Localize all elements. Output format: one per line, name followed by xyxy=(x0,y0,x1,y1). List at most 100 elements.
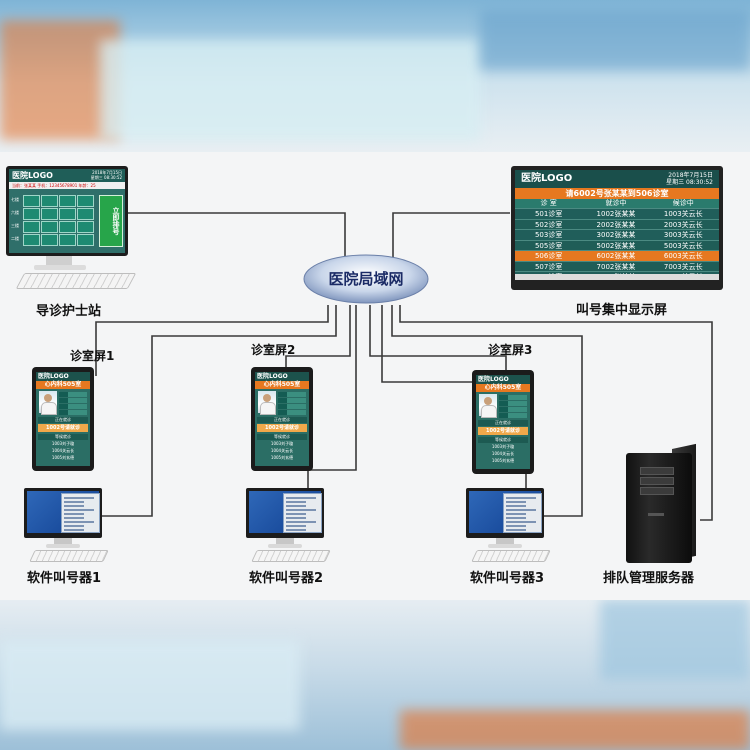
display-title-bar: 医院LOGO 2018年7月15日 星期三 08:30:52 xyxy=(515,170,719,188)
nurse-screen-date: 2018年7月15日 xyxy=(92,170,122,175)
waiting-item: 1003刘子璇 xyxy=(491,444,515,449)
link-room-screen-2 xyxy=(285,305,351,367)
nurse-queue-cell xyxy=(77,208,94,220)
nurse-screen-time: 星期三 08:30:52 xyxy=(90,175,122,180)
display-table-cell: 506诊室 xyxy=(534,252,563,260)
doctor-info-line xyxy=(278,398,306,403)
link-caller-3b xyxy=(391,305,583,517)
display-table-cell: 505诊室 xyxy=(534,241,563,250)
nurse-screen-clock: 2018年7月15日 星期三 08:30:52 xyxy=(91,170,122,180)
call-display-monitor: 医院LOGO 2018年7月15日 星期三 08:30:52 请6002号张某某… xyxy=(511,166,723,290)
link-room-screen-3 xyxy=(369,305,507,370)
room-screen-logo: 医院LOGO xyxy=(36,372,90,381)
nurse-station-screen: 医院LOGO 2018年7月15日 星期三 08:30:52 当前：张某某 手机… xyxy=(9,169,125,253)
now-serving-number: 1002号请就诊 xyxy=(38,424,88,432)
display-call-line: 请6002号张某某到506诊室 xyxy=(515,188,719,199)
display-header-current: 就诊中 xyxy=(605,199,627,207)
doctor-info-line xyxy=(499,413,527,418)
room-screen-dept: 心内科505室 xyxy=(36,381,90,389)
doctor-info-line xyxy=(59,392,87,397)
now-serving-number: 1002号请就诊 xyxy=(257,424,307,432)
nurse-screen-patient-line: 当前：张某某 手机：12345678901 年龄：25 xyxy=(9,182,125,189)
nurse-monitor-stand xyxy=(46,256,72,266)
doctor-photo xyxy=(258,391,276,415)
room-screen-1-caption: 诊室屏1 xyxy=(70,349,115,363)
doctor-photo xyxy=(479,394,497,418)
nurse-queue-cell xyxy=(41,195,58,207)
nurse-station-caption: 导诊护士站 xyxy=(36,304,102,319)
waiting-item: 1004关云长 xyxy=(491,451,515,456)
nurse-row-label: 二楼 xyxy=(11,236,19,241)
display-table-cell: 2003关云长 xyxy=(663,220,703,229)
caller-software-window xyxy=(61,493,100,533)
nurse-queue-cell xyxy=(59,221,76,233)
nurse-queue-cell xyxy=(23,195,40,207)
display-table-cell: 507诊室 xyxy=(534,262,563,271)
display-table-cell: 6003关云长 xyxy=(663,252,703,260)
waiting-item: 1003刘子璇 xyxy=(270,441,294,446)
doctor-info-line xyxy=(59,398,87,403)
nurse-station-monitor: 医院LOGO 2018年7月15日 星期三 08:30:52 当前：张某某 手机… xyxy=(6,166,128,256)
queue-server-tower xyxy=(620,443,696,564)
display-table-cell: 501诊室 xyxy=(534,210,563,218)
waiting-item: 1004关云长 xyxy=(270,448,294,453)
link-nurse-station xyxy=(128,212,346,262)
room-screen-dept: 心内科505室 xyxy=(255,381,309,389)
caller-pc-1 xyxy=(24,488,114,564)
caller-2-caption: 软件叫号器2 xyxy=(249,571,324,586)
nurse-queue-cell xyxy=(59,208,76,220)
caller-1-caption: 软件叫号器1 xyxy=(27,571,102,586)
link-room-screen-1 xyxy=(95,305,329,376)
nurse-queue-cell xyxy=(41,234,58,246)
waiting-item: 1005刘玄德 xyxy=(491,458,515,463)
waiting-label: 等候就诊 xyxy=(257,434,307,440)
nurse-queue-cell xyxy=(77,195,94,207)
doctor-info-line xyxy=(59,410,87,415)
room-screen-logo: 医院LOGO xyxy=(255,372,309,381)
display-table-cell: 5003关云长 xyxy=(663,241,703,250)
display-table-header: 诊 室 就诊中 候诊中 xyxy=(515,199,719,208)
room-screen-2-caption: 诊室屏2 xyxy=(251,343,296,357)
now-serving-number: 1002号请就诊 xyxy=(478,427,528,435)
caller-pc-2 xyxy=(246,488,336,564)
display-table-row: 501诊室 1002张某某 1003关云长 xyxy=(515,208,719,219)
nurse-row-label: 三楼 xyxy=(11,223,19,228)
nurse-queue-cell xyxy=(77,234,94,246)
waiting-item: 1005刘玄德 xyxy=(270,455,294,460)
waiting-item: 1005刘玄德 xyxy=(51,455,75,460)
hospital-lan-hub: 医院局域网 xyxy=(302,253,430,305)
call-display-screen: 医院LOGO 2018年7月15日 星期三 08:30:52 请6002号张某某… xyxy=(515,170,719,280)
link-display xyxy=(392,212,510,262)
display-table-cell: 2002张某某 xyxy=(596,220,636,229)
doctor-info-line xyxy=(278,392,306,397)
waiting-label: 等候就诊 xyxy=(38,434,88,440)
doctor-info-line xyxy=(278,410,306,415)
blurred-footer-background xyxy=(0,600,750,750)
blurred-header-background xyxy=(0,0,750,152)
caller-software-window xyxy=(283,493,322,533)
display-table-cell: 7002张某某 xyxy=(596,262,636,271)
room-screen-logo: 医院LOGO xyxy=(476,375,530,384)
nurse-queue-cell xyxy=(41,208,58,220)
doctor-info-line xyxy=(499,407,527,412)
doctor-info-line xyxy=(59,404,87,409)
display-table-cell: 1003关云长 xyxy=(663,210,703,218)
nurse-queue-cell xyxy=(23,208,40,220)
waiting-item: 1003刘子璇 xyxy=(51,441,75,446)
room-screen-3-caption: 诊室屏3 xyxy=(488,343,533,357)
waiting-label: 等候就诊 xyxy=(478,437,528,443)
nurse-queue-cell xyxy=(59,195,76,207)
display-table-cell: 1002张某某 xyxy=(596,210,636,218)
nurse-screen-logo: 医院LOGO xyxy=(12,171,53,180)
doctor-info-line xyxy=(499,401,527,406)
